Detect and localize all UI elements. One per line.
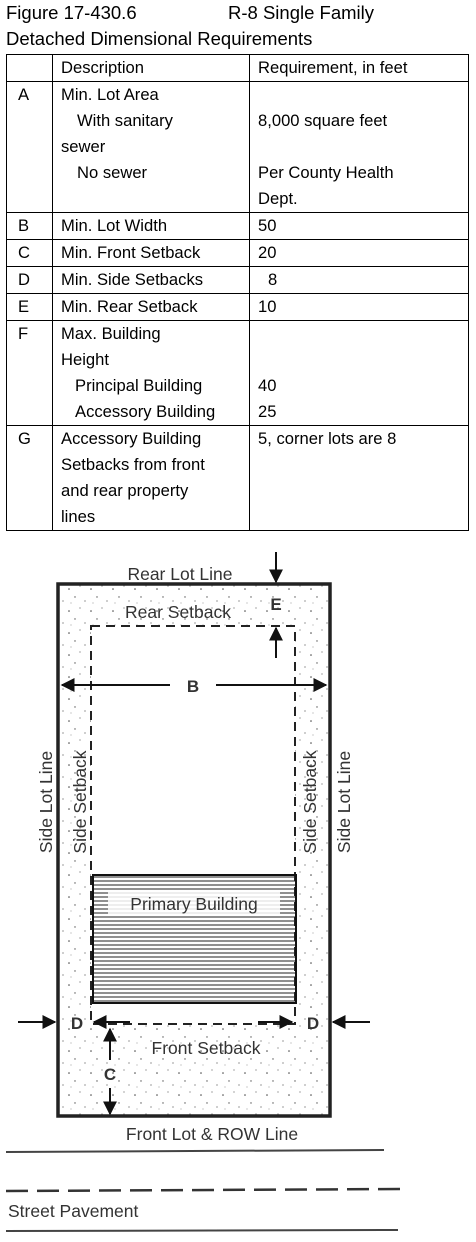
- req-line: [258, 134, 468, 160]
- table-row: F Max. Building Height Principal Buildin…: [6, 320, 469, 426]
- row-requirement: 20: [249, 239, 469, 267]
- front-lot-row-line-label: Front Lot & ROW Line: [126, 1124, 298, 1144]
- figure-title-part2: Detached Dimensional Requirements: [6, 28, 313, 49]
- row-description: Min. Lot Width: [52, 212, 250, 240]
- label-b: B: [187, 677, 199, 696]
- row-description: Min. Rear Setback: [52, 293, 250, 321]
- label-e: E: [270, 595, 281, 614]
- row-description: Max. Building Height Principal Building …: [52, 320, 250, 426]
- row-key: C: [6, 239, 53, 267]
- street-pavement-label: Street Pavement: [8, 1201, 138, 1221]
- table-header-row: Description Requirement, in feet: [6, 54, 469, 82]
- desc-line: lines: [61, 507, 96, 526]
- table-row: G Accessory Building Setbacks from front…: [6, 425, 469, 531]
- label-c: C: [104, 1065, 116, 1084]
- desc-line: With sanitary: [77, 111, 173, 130]
- row-requirement: 5, corner lots are 8: [249, 425, 469, 531]
- side-lot-line-left: Side Lot Line: [36, 751, 56, 853]
- header-description: Description: [52, 54, 250, 82]
- row-key: B: [6, 212, 53, 240]
- row-description: Min. Lot Area With sanitary sewer No sew…: [52, 81, 250, 213]
- req-line: [258, 82, 468, 108]
- requirements-table: Description Requirement, in feet A Min. …: [6, 54, 469, 531]
- req-line: Dept.: [258, 189, 298, 208]
- row-key: A: [6, 81, 53, 213]
- row-key: F: [6, 320, 53, 426]
- desc-line: Min. Lot Area: [61, 85, 159, 104]
- req-line: [258, 321, 468, 347]
- table-row: A Min. Lot Area With sanitary sewer No s…: [6, 81, 469, 213]
- table-row: C Min. Front Setback 20: [6, 239, 469, 267]
- rear-lot-line-label: Rear Lot Line: [127, 564, 232, 584]
- desc-line: Accessory Building: [75, 402, 216, 421]
- row-requirement: 10: [249, 293, 469, 321]
- label-d-left: D: [71, 1014, 83, 1033]
- row-key: G: [6, 425, 53, 531]
- street-centerline: [5, 1187, 407, 1193]
- street-edge-top: [5, 1149, 385, 1153]
- row-description: Min. Front Setback: [52, 239, 250, 267]
- desc-line: Height: [61, 350, 109, 369]
- req-line: [258, 347, 468, 373]
- header-requirement: Requirement, in feet: [249, 54, 469, 82]
- row-description: Min. Side Setbacks: [52, 266, 250, 294]
- desc-line: sewer: [61, 137, 106, 156]
- row-description: Accessory Building Setbacks from front a…: [52, 425, 250, 531]
- figure-title-part1: R-8 Single Family: [228, 2, 374, 23]
- row-key: D: [6, 266, 53, 294]
- row-requirement: 8,000 square feet Per County Health Dept…: [249, 81, 469, 213]
- rear-setback-label: Rear Setback: [125, 602, 231, 622]
- table-row: D Min. Side Setbacks 8: [6, 266, 469, 294]
- figure-caption: Figure 17-430.6 R-8 Single Family Detache…: [6, 0, 472, 52]
- figure-number: Figure 17-430.6: [6, 2, 137, 23]
- desc-line: Max. Building: [61, 324, 161, 343]
- table-row: B Min. Lot Width 50: [6, 212, 469, 240]
- req-line: 8: [268, 270, 278, 289]
- desc-line: Principal Building: [75, 376, 203, 395]
- desc-line: [61, 186, 249, 212]
- header-key: [6, 54, 53, 82]
- setback-line: [90, 625, 296, 1025]
- desc-line: Setbacks from front: [61, 455, 205, 474]
- label-d-right: D: [307, 1014, 319, 1033]
- table-row: E Min. Rear Setback 10: [6, 293, 469, 321]
- desc-line: No sewer: [77, 163, 148, 182]
- side-lot-line-right: Side Lot Line: [334, 751, 354, 853]
- primary-building-label-bg: [108, 890, 280, 916]
- req-line: Per County Health: [258, 163, 394, 182]
- req-line: 40: [258, 376, 277, 395]
- side-setback-right: Side Setback: [300, 750, 320, 853]
- primary-building-label: Primary Building: [130, 894, 257, 914]
- row-requirement: 8: [249, 266, 469, 294]
- row-key: E: [6, 293, 53, 321]
- req-line: 25: [258, 402, 277, 421]
- row-requirement: 50: [249, 212, 469, 240]
- front-setback-label: Front Setback: [152, 1038, 261, 1058]
- street-edge-bottom: [5, 1229, 399, 1232]
- lot-setback-diagram: Primary Building Rear Lot Line Rear Setb…: [5, 552, 407, 1232]
- side-setback-left: Side Setback: [70, 750, 90, 853]
- desc-line: Accessory Building: [61, 429, 202, 448]
- req-line: 8,000 square feet: [258, 111, 388, 130]
- desc-line: and rear property: [61, 481, 189, 500]
- row-requirement: 40 25: [249, 320, 469, 426]
